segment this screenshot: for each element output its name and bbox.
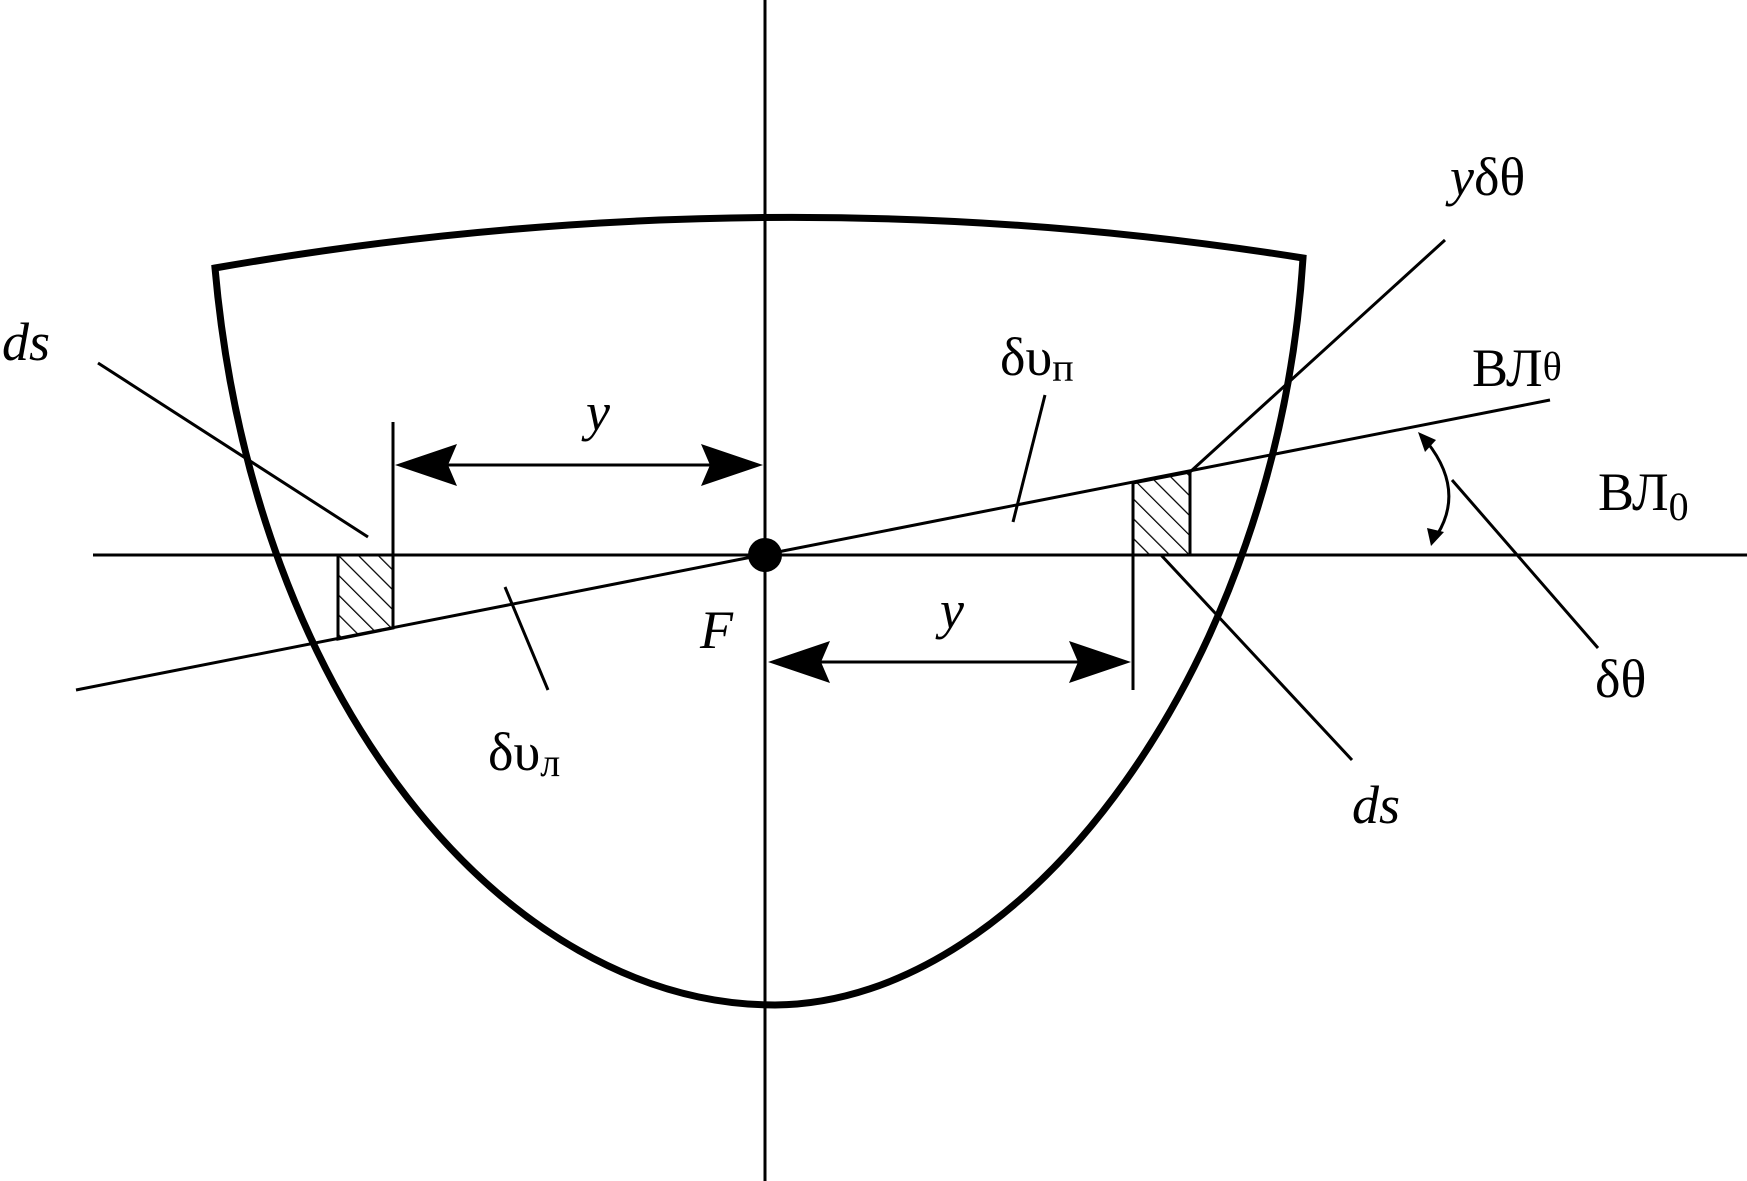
hatched-element-right [1131, 470, 1192, 557]
floatation-center-point [748, 538, 782, 572]
heel-angle-arc [1418, 432, 1451, 546]
waterline-inclined [75, 398, 1551, 692]
label-vl-theta: ВЛθ [1472, 338, 1562, 398]
label-ydtheta: yδθ [1445, 147, 1525, 207]
label-y-bottom: y [935, 580, 964, 640]
label-dtheta: δθ [1595, 649, 1646, 709]
label-ds-left: ds [2, 312, 50, 372]
dimension-arrow-y-top [395, 444, 763, 486]
dimension-arrow-y-bottom [768, 641, 1131, 683]
label-dv-left: δυл [488, 722, 560, 785]
label-focus-f: F [699, 600, 734, 660]
leader-ds-right [1159, 553, 1354, 762]
label-vl-zero: ВЛ0 [1598, 462, 1689, 529]
label-y-top: y [581, 382, 610, 442]
leader-ydtheta [1188, 238, 1447, 474]
leader-dv-left [503, 586, 550, 691]
label-dv-right: δυп [1000, 327, 1074, 390]
hatched-element-left [336, 553, 395, 641]
label-ds-right: ds [1352, 775, 1400, 835]
leader-dtheta [1450, 479, 1600, 649]
hull-section-outline [211, 213, 1307, 1009]
leader-ds-left [97, 361, 369, 539]
leader-dv-right [1011, 394, 1047, 523]
